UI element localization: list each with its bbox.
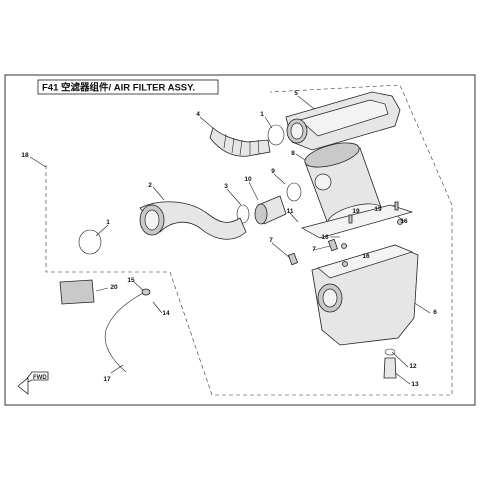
callout-12: 12 (409, 363, 417, 370)
callout-19-a: 19 (352, 208, 360, 215)
drain-assembly (383, 348, 397, 379)
air-filter-cover (285, 91, 401, 151)
hose-clamp-3 (236, 204, 250, 224)
breather-hose (104, 288, 151, 373)
hose-clamp-9 (286, 182, 302, 202)
callout-11: 11 (287, 208, 294, 215)
callout-16-a: 16 (400, 218, 408, 225)
forward-arrow-icon: FWD (17, 371, 49, 395)
callout-4: 4 (196, 111, 200, 118)
warning-label-20 (59, 279, 95, 305)
callout-17: 17 (103, 376, 111, 383)
connector-sleeve-10 (254, 195, 287, 225)
callout-14: 14 (162, 310, 170, 317)
callout-3: 3 (224, 183, 228, 190)
grommets-16 (341, 219, 403, 267)
callout-6: 6 (433, 309, 437, 316)
callout-8-upper: 8 (291, 150, 295, 157)
callout-1-upper: 1 (260, 111, 264, 118)
callout-numbers: 1 5 4 8 18 2 3 10 9 11 1 19 19 16 7 7 16… (21, 90, 437, 388)
hose-clamp-lower (78, 229, 102, 255)
callout-5: 5 (294, 90, 298, 97)
callout-2: 2 (148, 182, 152, 189)
callout-7-a: 7 (269, 237, 273, 244)
bellows-hose (209, 127, 271, 157)
callout-16-c: 16 (362, 253, 370, 260)
intake-duct (139, 201, 247, 240)
forward-label: FWD (33, 375, 47, 381)
callout-10: 10 (244, 176, 252, 183)
callout-13: 13 (411, 381, 419, 388)
air-box-housing (311, 244, 419, 346)
callout-7-b: 7 (312, 246, 316, 253)
callout-9: 9 (271, 168, 275, 175)
hose-clamp-upper (267, 124, 285, 146)
callout-19-b: 19 (374, 206, 382, 213)
diagram-border (4, 74, 476, 406)
mounting-pins-7 (287, 238, 339, 266)
assembly-boundary-18 (45, 84, 453, 396)
callout-20: 20 (110, 284, 118, 291)
gasket-11 (301, 204, 414, 239)
callout-16-b: 16 (321, 234, 329, 241)
callout-15: 15 (127, 277, 135, 284)
title-box: F41 空滤器组件/ AIR FILTER ASSY. (37, 79, 219, 95)
callout-18: 18 (21, 152, 29, 159)
bolts-19 (348, 201, 399, 224)
callout-1-lower: 1 (106, 219, 110, 226)
diagram-title: F41 空滤器组件/ AIR FILTER ASSY. (42, 82, 195, 94)
